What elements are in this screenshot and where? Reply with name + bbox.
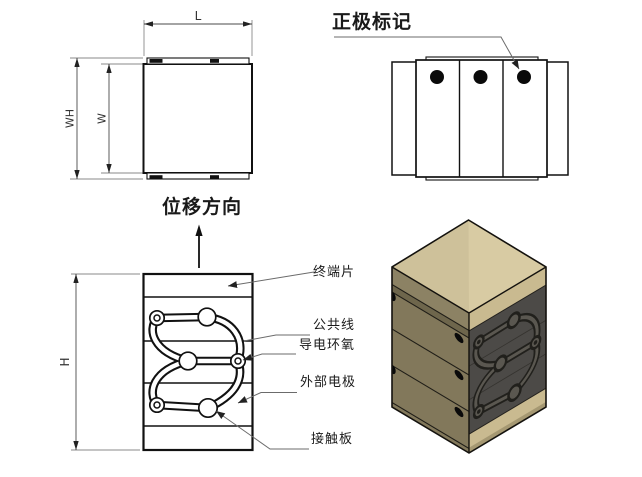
contact-plate-leader [215,410,309,450]
iso-right-face [468,266,546,454]
terminal-plate-label: 终端片 [313,265,356,280]
side-view-bottom-plate [146,172,250,180]
dimension-length-label: L [194,9,202,23]
iso-embossed-trace [473,296,542,426]
top-view [334,36,569,181]
displacement-direction-label: 位移方向 [161,196,242,218]
positive-mark-dot [517,70,531,84]
dimension-height-label: H [58,357,72,367]
external-electrode-label: 外部电极 [300,375,357,390]
common-line-label: 公共线 [313,318,356,333]
conductive-epoxy-label: 导电环氧 [299,338,356,353]
terminal-plate-leader [227,271,315,289]
positive-mark-label: 正极标记 [332,11,413,33]
contact-plate-label: 接触板 [311,432,354,447]
front-view [71,224,315,452]
iso-view [391,219,547,454]
positive-mark-dot [473,70,488,84]
dimension-outer-height-label: WH [63,108,77,129]
positive-mark-leader [334,36,520,70]
iso-left-face [392,267,469,453]
external-electrode-leader [237,392,297,404]
dimension-width-label: W [95,113,109,124]
electrode-trace [150,307,247,419]
side-view-top-plate [146,57,250,65]
side-view-body [142,63,253,174]
positive-mark-dot [430,70,444,84]
conductive-epoxy-leader [242,353,296,361]
displacement-arrowhead [195,224,203,236]
common-line-leader [243,334,310,342]
side-view [70,20,253,180]
